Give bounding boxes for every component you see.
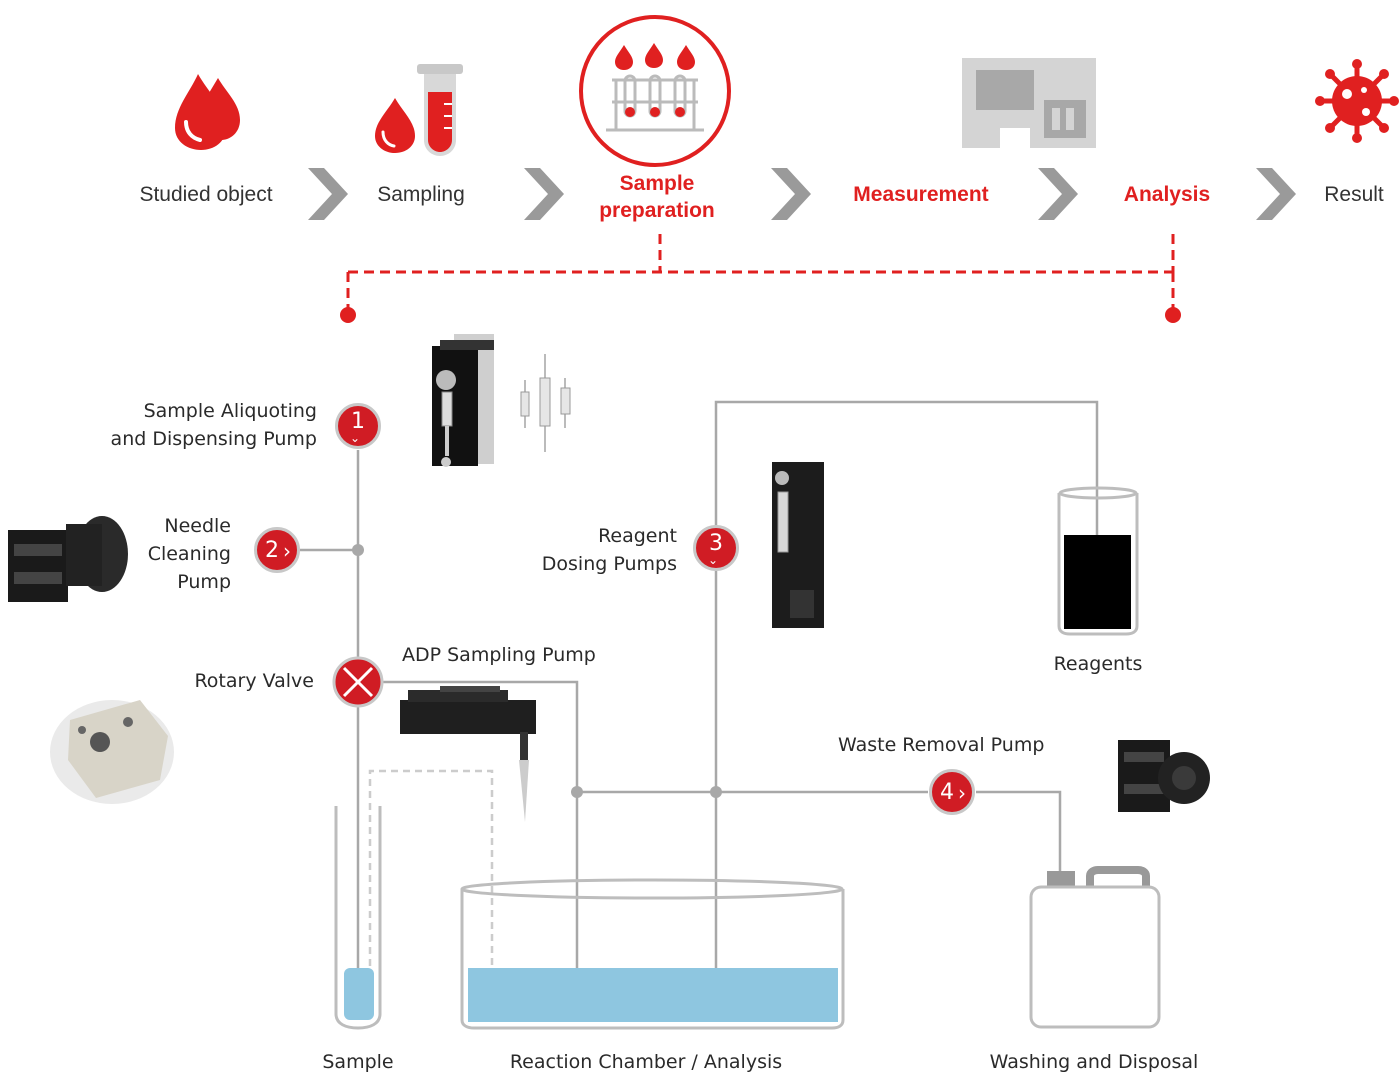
step-studied-object: Studied object xyxy=(139,183,273,206)
test-tube-icon xyxy=(375,64,463,156)
pump-2-number: 2 xyxy=(265,538,279,563)
label-reagents: Reagents xyxy=(1053,653,1143,675)
label-sample-aliquoting-pump: Sample Aliquoting and Dispensing Pump xyxy=(110,400,317,450)
chevron-right-icon: › xyxy=(958,781,966,805)
analyzer-instrument-icon xyxy=(962,58,1096,148)
label-washing-disposal: Washing and Disposal xyxy=(989,1051,1199,1073)
reagent-bottle xyxy=(1057,486,1139,636)
chevron-right-icon xyxy=(524,168,564,220)
label-adp-sampling-pump: ADP Sampling Pump xyxy=(402,644,596,666)
reaction-chamber xyxy=(460,878,845,1030)
pump-3-number: 3 xyxy=(709,531,723,556)
process-arrows xyxy=(308,168,1296,220)
label-needle-cleaning-pump: Needle Cleaning Pump xyxy=(147,515,231,593)
fluid-lines xyxy=(300,400,1099,978)
virus-icon xyxy=(1315,59,1399,143)
step-sampling: Sampling xyxy=(377,183,465,206)
rotary-valve-image xyxy=(50,700,174,804)
chevron-right-icon xyxy=(308,168,348,220)
sample-rack-icon xyxy=(579,15,731,167)
step-analysis: Analysis xyxy=(1123,183,1211,206)
label-waste-removal-pump: Waste Removal Pump xyxy=(838,734,1045,756)
waste-canister xyxy=(1029,866,1161,1029)
pump-4-badge: 4 › xyxy=(929,769,975,815)
rotary-valve-symbol xyxy=(332,656,384,708)
chevron-right-icon: › xyxy=(283,539,291,563)
label-reaction-chamber: Reaction Chamber / Analysis xyxy=(509,1051,783,1073)
label-rotary-valve: Rotary Valve xyxy=(194,670,314,692)
diaphragm-pump-image xyxy=(8,516,128,602)
scope-bracket xyxy=(346,234,1175,312)
chevron-down-icon: ⌄ xyxy=(708,553,719,567)
step-measurement: Measurement xyxy=(853,183,989,206)
chevron-right-icon xyxy=(1256,168,1296,220)
waste-pump-image xyxy=(1118,740,1210,812)
label-sample: Sample xyxy=(322,1051,394,1073)
syringes-image xyxy=(520,354,571,452)
label-reagent-dosing-pumps: Reagent Dosing Pumps xyxy=(541,525,677,575)
step-sample-preparation: Sample preparation xyxy=(599,172,715,222)
pump-3-badge: 3 ⌄ xyxy=(693,525,739,571)
step-result: Result xyxy=(1324,183,1384,206)
dosing-pump-image xyxy=(772,462,824,628)
pump-2-badge: 2 › xyxy=(254,527,300,573)
pump-1-badge: 1 ⌄ xyxy=(335,403,381,449)
sample-tube xyxy=(334,806,382,1030)
pump-4-number: 4 xyxy=(940,780,954,805)
chevron-right-icon xyxy=(771,168,811,220)
syringe-pump-image xyxy=(432,334,494,467)
adp-sampling-pump-image xyxy=(400,686,536,822)
blood-drops-icon xyxy=(175,74,240,150)
chevron-right-icon xyxy=(1038,168,1078,220)
chevron-down-icon: ⌄ xyxy=(350,431,361,445)
pump-1-number: 1 xyxy=(351,409,365,434)
